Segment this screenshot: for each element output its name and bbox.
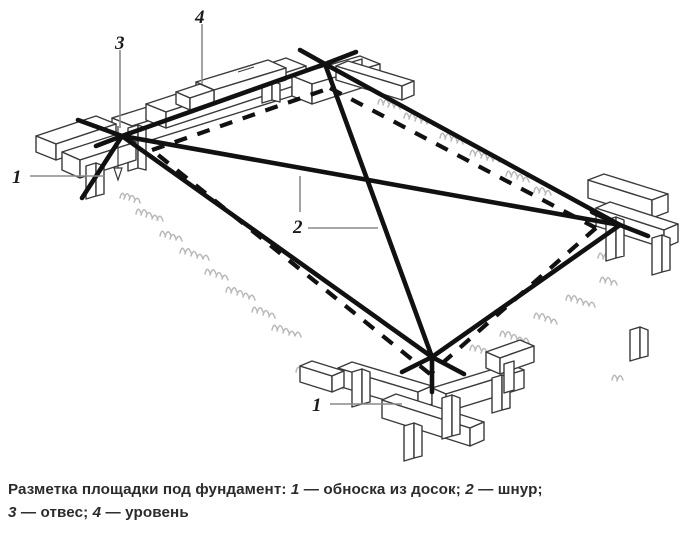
cord-tails xyxy=(75,47,651,395)
caption-item-4-number: 4 xyxy=(92,504,102,521)
caption-item-1-text: обноска из досок; xyxy=(323,481,461,498)
caption-item-3-text: отвес; xyxy=(40,504,89,521)
callout-label-1-left: 1 xyxy=(12,167,22,188)
cord-top-left-edge xyxy=(119,61,328,139)
excavation-outline xyxy=(150,86,598,376)
level-end-block xyxy=(175,83,215,111)
caption-lead-text: Разметка площадки под фундамент: xyxy=(8,481,287,498)
caption-item-4-dash: — xyxy=(105,504,121,521)
caption-item-1-dash: — xyxy=(303,481,320,498)
batter-board-bottom-left xyxy=(299,360,345,393)
caption-item-3-dash: — xyxy=(20,504,37,521)
cord-bottom-right-edge xyxy=(429,222,623,360)
caption-line-2: 3 — отвес; 4 — уровень xyxy=(8,501,692,524)
batter-boards-group xyxy=(35,55,679,462)
callout-label-3-top: 3 xyxy=(115,33,125,54)
cord-diagonal-b xyxy=(322,61,435,360)
caption-item-2-number: 2 xyxy=(465,481,474,498)
caption-line-1: Разметка площадки под фундамент: 1 — обн… xyxy=(8,478,692,501)
caption-item-1-number: 1 xyxy=(290,481,300,498)
string-cords xyxy=(119,61,623,360)
caption-item-4-text: уровень xyxy=(125,504,189,521)
leader-lines xyxy=(30,24,402,405)
caption-item-3-number: 3 xyxy=(8,504,17,521)
batter-board-right xyxy=(587,173,679,276)
stake-far-bottom-right xyxy=(629,326,649,362)
callout-label-1-bottom: 1 xyxy=(312,395,322,416)
batter-board-top-right xyxy=(335,60,415,101)
batter-board-bottom-right xyxy=(485,339,535,394)
caption-item-2-dash: — xyxy=(478,481,494,498)
cord-top-right-edge xyxy=(322,61,623,228)
callout-label-4-top: 4 xyxy=(195,7,205,28)
callout-label-2-center: 2 xyxy=(293,217,303,238)
cord-bottom-left-edge xyxy=(119,133,435,360)
cord-diagonal-a xyxy=(119,133,623,228)
figure-caption: Разметка площадки под фундамент: 1 — обн… xyxy=(8,478,692,524)
caption-item-2-text: шнур; xyxy=(497,481,543,498)
